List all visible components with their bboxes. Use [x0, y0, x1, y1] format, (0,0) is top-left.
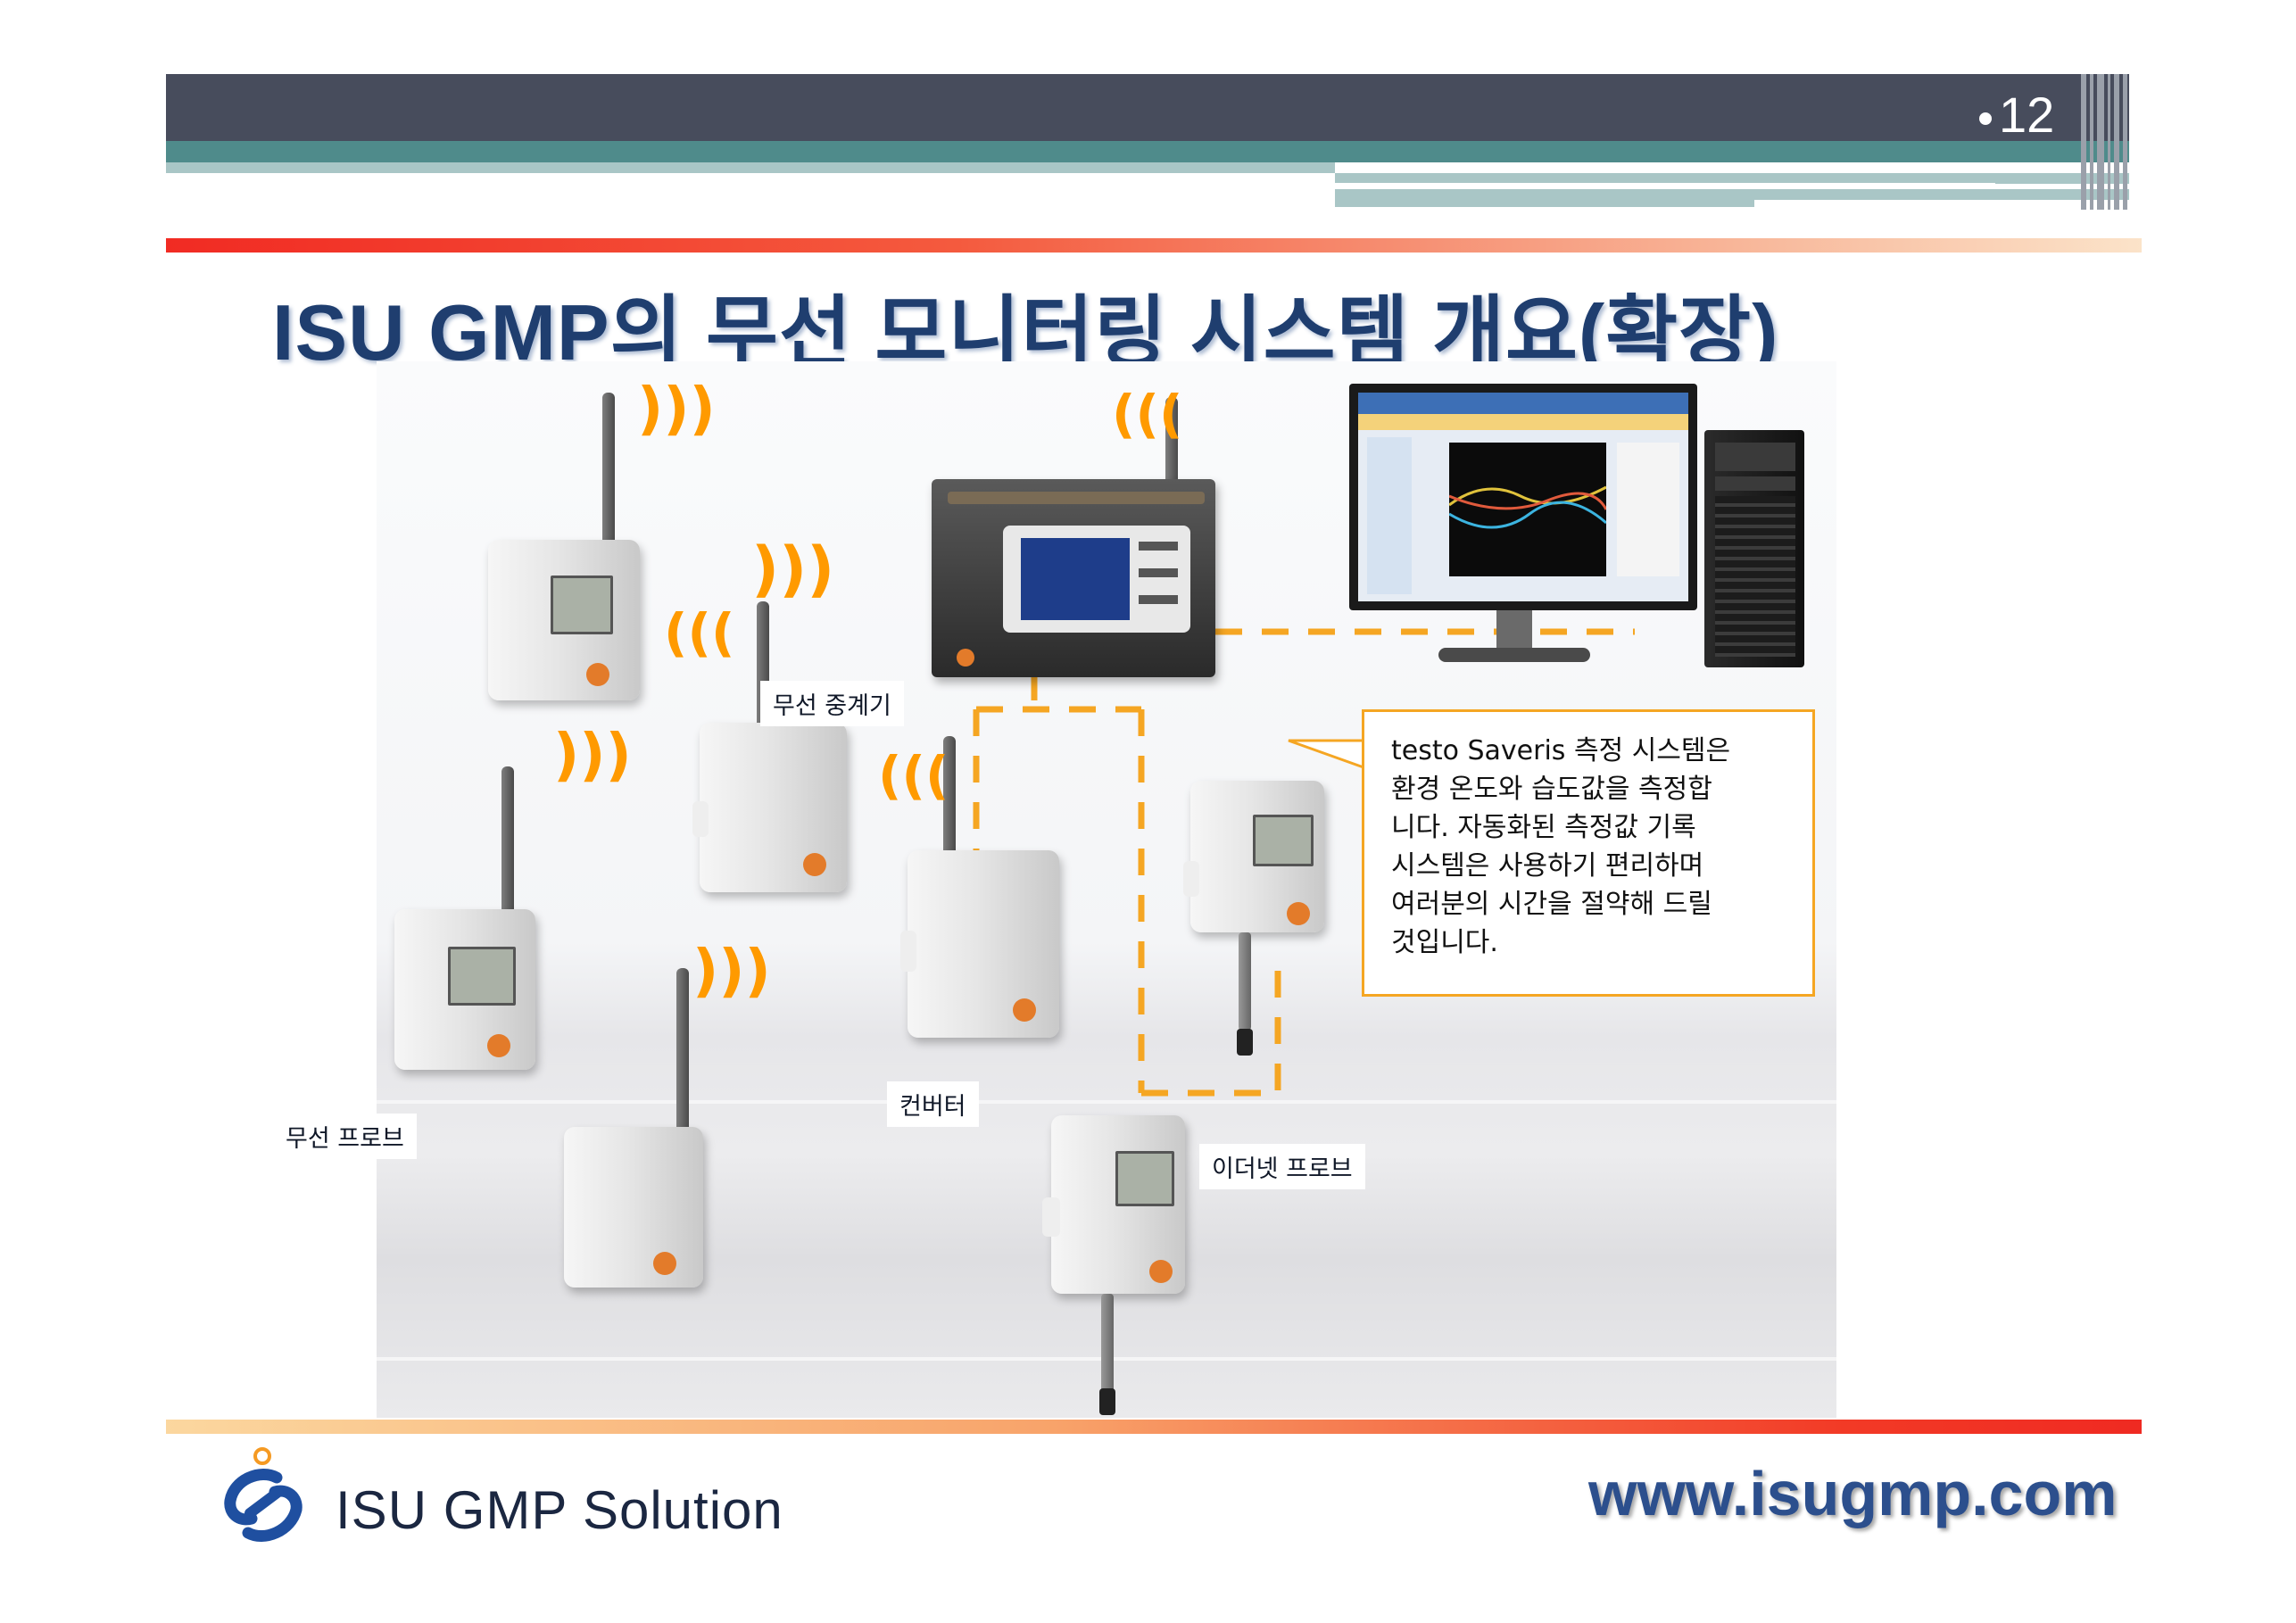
callout-line: 시스템은 사용하기 편리하며	[1391, 850, 1704, 882]
probe-body	[394, 909, 535, 1070]
repeater-clip	[692, 801, 709, 837]
ethernet-probe-body	[1183, 781, 1324, 932]
page-number: 12	[1979, 86, 2054, 144]
wireless-probe-device	[488, 393, 640, 700]
probe-logo	[586, 663, 609, 686]
app-titlebar	[1358, 393, 1688, 414]
converter-antenna	[943, 736, 956, 856]
website-url: www.isugmp.com	[1588, 1459, 2118, 1528]
probe-body	[564, 1127, 703, 1288]
pc-drive-bay	[1715, 443, 1795, 471]
accent-gradient-top	[166, 238, 2142, 253]
label-wireless-probe: 무선 프로브	[273, 1114, 417, 1159]
callout-line: 것입니다.	[1391, 927, 1498, 958]
base-top-strip	[948, 492, 1205, 504]
ethernet-probe-device	[1183, 781, 1324, 1075]
system-diagram: ))) ))) ((( ))) ((( ))) ((( testo Saveri…	[377, 361, 1836, 1418]
company-logo-icon	[224, 1447, 303, 1543]
probe-lcd	[551, 576, 613, 634]
converter-body	[900, 850, 1059, 1038]
wireless-signal-icon: (((	[664, 602, 735, 663]
app-ribbon	[1358, 414, 1688, 430]
accent-gradient-bottom	[166, 1420, 2142, 1434]
probe-antenna	[501, 766, 514, 916]
probe-sensor-tip	[1237, 1029, 1253, 1056]
converter-device	[900, 736, 1059, 1038]
probe-stem	[1101, 1294, 1114, 1392]
wireless-signal-icon: )))	[692, 939, 771, 1005]
computer-workstation-icon	[1349, 384, 1813, 678]
probe-lcd	[448, 947, 516, 1006]
label-repeater: 무선 중계기	[760, 681, 904, 726]
wireless-signal-icon: (((	[878, 745, 949, 806]
header-bar	[166, 74, 2129, 141]
base-button	[1139, 542, 1178, 551]
header-stripe-gap	[1335, 183, 1995, 189]
base-button	[1139, 595, 1178, 604]
callout-line: 니다. 자동화된 측정값 기록	[1391, 812, 1696, 843]
callout-line: 환경 온도와 습도값을 측정합	[1391, 774, 1712, 805]
graph-traces	[1449, 485, 1606, 529]
probe-lcd	[1253, 815, 1314, 866]
wireless-signal-icon: )))	[751, 534, 835, 605]
probe-logo	[653, 1252, 676, 1275]
base-logo	[957, 649, 974, 667]
wireless-signal-icon: (((	[1112, 384, 1183, 444]
ethernet-probe-body	[1042, 1115, 1185, 1294]
callout-line: testo Saveris 측정 시스템은	[1391, 735, 1731, 766]
label-converter: 컨버터	[887, 1081, 979, 1127]
company-name: ISU GMP Solution	[336, 1480, 783, 1540]
probe-clip	[1183, 861, 1199, 897]
header-stripe-step	[1335, 173, 2129, 184]
probe-body	[488, 540, 640, 700]
page-number-text: 12	[1999, 87, 2055, 143]
monitor-base	[1438, 648, 1590, 662]
pc-drive-bay	[1715, 476, 1795, 491]
floor-highlight	[377, 1100, 1836, 1104]
repeater-logo	[803, 853, 826, 876]
callout-pointer	[1288, 739, 1364, 769]
base-antenna	[1165, 397, 1178, 495]
probe-clip	[1042, 1197, 1060, 1237]
base-button	[1139, 568, 1178, 577]
ethernet-probe-device	[1042, 1115, 1185, 1415]
wireless-probe-device	[564, 968, 703, 1288]
callout-line: 여러분의 시간을 절약해 드릴	[1391, 889, 1712, 920]
wireless-signal-icon: )))	[637, 377, 716, 443]
converter-logo	[1013, 998, 1036, 1022]
description-callout: testo Saveris 측정 시스템은 환경 온도와 습도값을 측정합 니다…	[1362, 709, 1815, 997]
probe-antenna	[676, 968, 689, 1134]
app-graph	[1449, 443, 1606, 576]
app-calendar	[1617, 443, 1679, 576]
base-station-icon	[932, 397, 1215, 677]
base-screen	[1021, 538, 1130, 620]
probe-antenna	[602, 393, 615, 546]
bullet-icon	[1979, 112, 1992, 126]
header-stripe-light	[166, 162, 1335, 173]
monitor-neck	[1496, 610, 1532, 650]
probe-logo	[1149, 1260, 1173, 1283]
converter-clip	[900, 931, 916, 972]
repeater-body	[692, 723, 847, 892]
pc-grill	[1715, 496, 1795, 657]
probe-logo	[487, 1034, 510, 1057]
probe-sensor-tip	[1099, 1388, 1115, 1415]
header-decorative-bars	[2081, 74, 2129, 210]
probe-lcd	[1115, 1151, 1174, 1206]
label-ethernet-probe: 이더넷 프로브	[1199, 1144, 1365, 1189]
header-stripe	[166, 141, 2129, 162]
app-sidebar	[1367, 437, 1412, 594]
wireless-signal-icon: )))	[553, 723, 632, 789]
wireless-probe-display-device	[394, 766, 535, 1070]
probe-stem	[1239, 932, 1251, 1031]
header-stripe-gap	[1754, 200, 2129, 207]
wireless-repeater-device	[692, 601, 847, 901]
probe-logo	[1287, 902, 1310, 925]
